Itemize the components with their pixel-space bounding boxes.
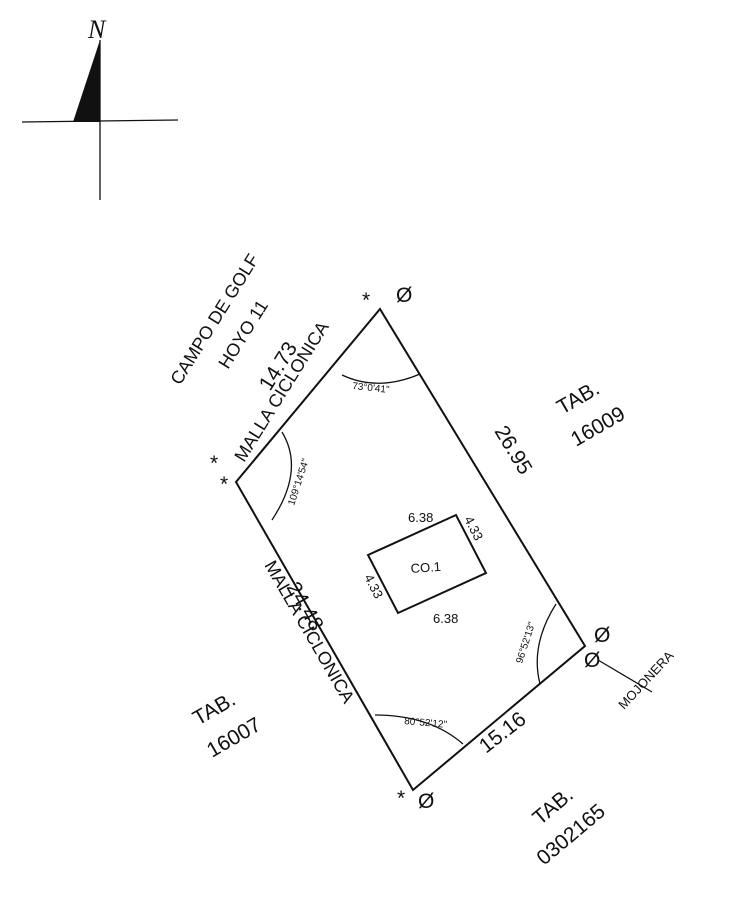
north-arrow: N — [21, 15, 179, 200]
asterisk-marker-left-2: * — [220, 473, 228, 496]
asterisk-marker-left-1: * — [210, 452, 218, 475]
angle-top-left: 109°14'54" — [286, 457, 312, 507]
asterisk-marker-top: * — [362, 289, 370, 312]
mojonera-leader-line — [597, 659, 653, 693]
co1-label: CO.1 — [410, 559, 441, 576]
lot-boundary — [234, 307, 587, 792]
angle-arc-bottom-right — [536, 603, 557, 685]
angle-bottom-right: 96°52'13" — [514, 620, 538, 665]
mojonera-label: MOJONERA — [615, 648, 676, 712]
neighbor-left-tab: TAB. — [189, 688, 240, 730]
building-co1 — [366, 513, 488, 615]
co1-top-dimension: 6.38 — [408, 510, 433, 525]
co1-bottom-dimension: 6.38 — [433, 611, 458, 626]
diameter-marker-bottom: Ø — [418, 790, 434, 813]
left-fence-label: MALLA CICLONICA — [261, 557, 359, 706]
neighbor-right-tab: TAB. — [553, 377, 604, 419]
co1-right-dimension: 4.33 — [461, 514, 486, 543]
diameter-marker-top: Ø — [396, 284, 412, 307]
diameter-marker-mojonera: Ø — [584, 649, 600, 672]
north-arrow-icon — [73, 40, 100, 122]
angle-arc-top-right — [341, 373, 421, 384]
angle-arc-bottom-left — [374, 714, 464, 745]
right-edge-length: 26.95 — [490, 422, 537, 479]
asterisk-marker-bottom: * — [397, 787, 405, 810]
north-label: N — [87, 15, 107, 44]
angle-arc-top-left — [271, 431, 293, 521]
angle-bottom-left: 80°52'12" — [404, 716, 448, 731]
diameter-marker-right: Ø — [594, 624, 610, 647]
co1-left-dimension: 4.33 — [361, 572, 386, 601]
angle-top-right: 73°0'41" — [352, 381, 391, 396]
